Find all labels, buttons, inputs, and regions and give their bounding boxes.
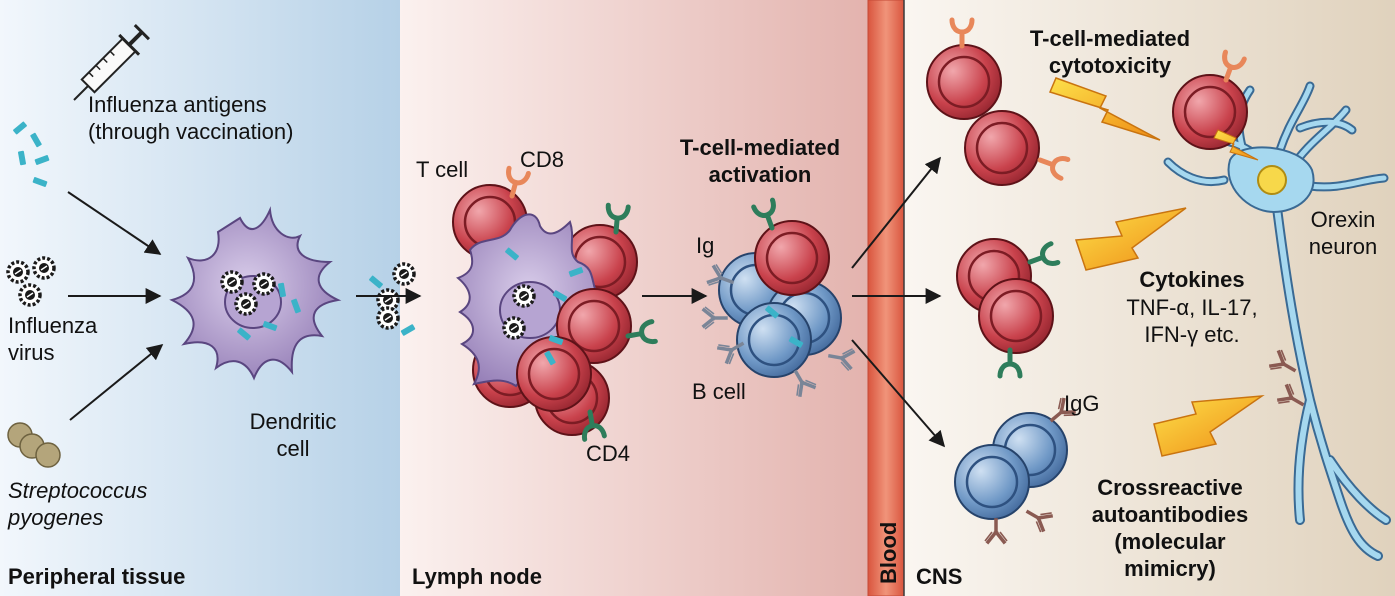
influenza-antigens-label: Influenza antigens (through vaccination) [88, 92, 294, 144]
lymph-node-cell-cluster [451, 183, 639, 437]
streptococcus-label: Streptococcus pyogenes [8, 478, 148, 530]
lightning-cytotoxicity [1048, 77, 1161, 141]
t-cell-cytotoxicity-label: T-cell-mediated cytotoxicity [1029, 26, 1191, 78]
ig-label: Ig [696, 233, 715, 258]
streptococcus-bacteria-icon [7, 422, 61, 468]
crossreactive-autoantibodies-label: Crossreactive autoantibodies (molecular … [1091, 475, 1249, 581]
cns-section-label: CNS [916, 564, 963, 589]
lymph-node-section-label: Lymph node [412, 564, 542, 589]
lightning-cytokines [1074, 207, 1187, 271]
syringe-icon [73, 23, 151, 101]
cd8-label: CD8 [520, 147, 565, 172]
lightning-autoantibodies [1153, 395, 1265, 457]
orexin-neuron [1163, 81, 1391, 561]
lightning-neuron [1213, 129, 1259, 161]
peripheral-tissue-section-label: Peripheral tissue [8, 564, 186, 589]
cd4-label: CD4 [586, 441, 631, 466]
dendritic-cell-label: Dendritic cell [249, 409, 337, 461]
blood-vessel-band [867, 0, 905, 596]
t-cell-label: T cell [416, 157, 469, 182]
influenza-virus-label: Influenza virus [8, 313, 98, 365]
t-cell-activation-label: T-cell-mediated activation [679, 135, 841, 187]
cytokines-list: TNF-α, IL-17, IFN-γ etc. [1126, 295, 1258, 347]
blood-section-label: Blood [876, 521, 901, 584]
cytokines-title: Cytokines [1139, 267, 1245, 292]
igg-label: IgG [1064, 391, 1100, 416]
dendritic-cell [169, 206, 342, 381]
b-cell-label: B cell [692, 379, 746, 404]
orexin-neuron-label: Orexin neuron [1308, 207, 1378, 259]
